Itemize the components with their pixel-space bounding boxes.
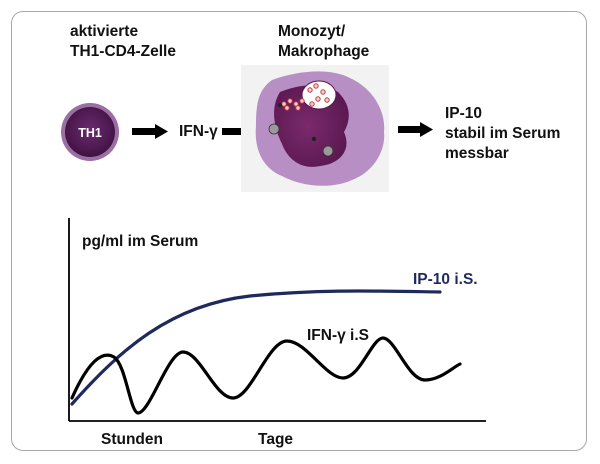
cytokine-label: IFN-γ: [179, 123, 218, 140]
macrophage-title-line2: Makrophage: [278, 43, 370, 60]
th1-title-line2: TH1-CD4-Zelle: [70, 43, 176, 60]
series-label-ip10: IP-10 i.S.: [413, 271, 478, 288]
th1-title-line1: aktivierte: [70, 23, 139, 40]
result-line1: IP-10: [445, 105, 483, 122]
result-line2: stabil im Serum: [445, 125, 561, 142]
th1-badge: TH1: [78, 126, 102, 140]
macrophage-title-line1: Monozyt/: [278, 23, 346, 40]
arrow-icon: [398, 122, 433, 137]
macrophage-icon: [241, 65, 389, 192]
th1-cell-icon: TH1: [61, 103, 119, 161]
ifn-gamma-curve: [70, 336, 462, 415]
graph-axes: [68, 218, 486, 422]
result-line3: messbar: [445, 145, 509, 162]
xlabel-stunden: Stunden: [101, 431, 163, 448]
series-label-ifn: IFN-γ i.S: [307, 327, 370, 344]
graph-ylabel: pg/ml im Serum: [82, 233, 199, 250]
arrow-icon: [132, 124, 168, 139]
xlabel-tage: Tage: [258, 431, 294, 448]
